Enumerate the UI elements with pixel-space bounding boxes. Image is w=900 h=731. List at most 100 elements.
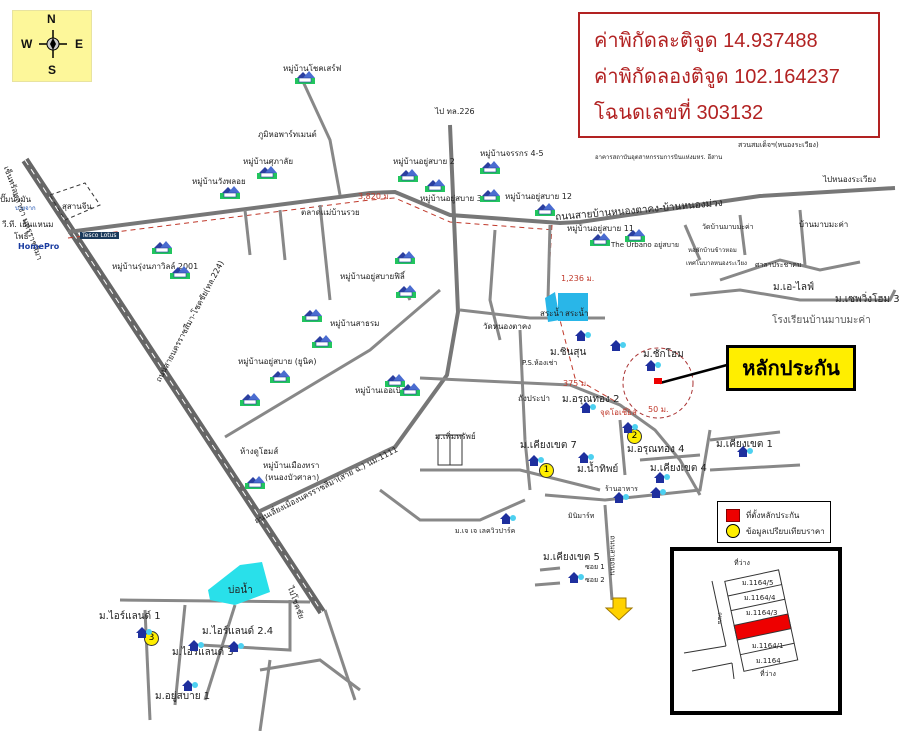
place-9: หมู่บ้านอยู่สบาย 12 [505,192,572,201]
collateral-radius [622,347,694,419]
village-icon [479,188,501,203]
inset-plot-3: ม.1164/3 [746,609,778,617]
place-gas: ปั๊มน้ำมัน [0,195,32,204]
place-18: ศาลาประชาคม [755,261,802,269]
place-11: The Urbano อยู่สบาย [611,241,679,249]
place-homepro: HomePro [18,242,60,251]
place-29: ม.ชินสุน [550,347,587,358]
distance-50: 50 ม. [648,405,669,414]
place-32: ม.อรุณทอง 2 [562,394,620,405]
place-33: ม.ชักโฮม [643,349,684,360]
village-icon [394,250,416,265]
legend-item-comparison: ข้อมูลเปรียบเทียบราคา [726,524,825,538]
place-10: หมู่บ้านอยู่สบาย 11 [567,224,634,233]
place-39: ม.เคียงเขต 1 [716,439,773,450]
compass-rose: N S W E [12,10,92,82]
place-15: บ้านมาบมะค่า [799,220,849,229]
inset-bottom-label: ที่ว่าง [760,670,776,678]
highway-224 [21,157,326,615]
village-icon [534,202,556,217]
place-20: ม.เซพวิ่งโฮม 3 [835,294,900,305]
compass-e: E [75,37,84,51]
road-1111 [257,124,461,514]
place-16: หอพักบ้านข้าวหอม [688,247,737,254]
village-icon [256,165,278,180]
place-2: หมู่บ้านศุภาลัย [243,157,294,166]
village-icon [169,265,191,280]
road-label-to-nong-ra-wiang: ไปหนองระเวียง [823,175,876,184]
village-icon [301,308,323,323]
compass-n: N [47,12,56,26]
place-35: ม.เพิ่มทรัพย์ [435,432,476,441]
latitude-text: ค่าพิกัดละติจูด 14.937488 [594,30,818,52]
place-3: หมู่บ้านวังพลอย [192,177,246,186]
place-37: ม.น้ำทิพย์ [577,464,619,475]
place-30: P.S.ห้องเช่า [522,359,558,367]
deed-number-text: โฉนดเลขที่ 303132 [594,102,764,124]
place-28: สระน้ำ [565,309,589,318]
inset-road-label: ถนน [715,612,723,624]
place-42: มินิมาร์ท [568,512,595,520]
place-49: (หนองบัวศาลา) [265,473,320,482]
place-lotus: Tesco Lotus [80,232,119,239]
place-19: ม.เอ-ไลฟ์ [773,282,815,293]
collateral-callout: หลักประกัน [726,345,856,391]
map-legend: ที่ตั้งหลักประกัน ข้อมูลเปรียบเทียบราคา [717,501,831,543]
distance-1236: 1,236 ม. [561,274,595,283]
place-45: ซอย 1 [585,563,605,571]
place-43: ม.เจ เจ เลควิวปาร์ค [455,527,516,535]
place-vt: วี.ที. เย็นแหนม [2,220,54,229]
longitude-text: ค่าพิกัดลองติจูด 102.164237 [594,66,840,88]
village-icon [294,70,316,85]
place-38: ม.อรุณทอง 4 [627,444,685,455]
place-cemetery: สุสานจีน [62,202,92,211]
place-25: หมู่บ้านเออเบิล [355,386,406,395]
village-icon [311,334,333,349]
village-icon [589,232,611,247]
place-6: หมู่บ้านอยู่สบาย 2 [393,157,455,166]
place-1: ภูมิหอพาร์ทเมนต์ [258,130,317,139]
inset-plot-5: ม.1164/1 [752,642,784,650]
place-12: อาคารสถาบันอุตสาหกรรมการบินแห่งมหร. อีสา… [595,154,723,161]
compass-star-icon [39,30,67,58]
place-pho: โพธิ์ [14,232,29,241]
pond-bo-nam [208,562,270,605]
place-40: ม.เคียงเขต 4 [650,463,707,474]
village-icon [244,475,266,490]
place-50: บ่อน้ำ [228,585,253,596]
place-14: วัดบ้านมาบมะค่า [702,223,754,231]
place-7: หมู่บ้านอยู่สบาย 3 [420,194,482,203]
place-36: ม.เคียงเขต 7 [520,440,577,451]
place-46: ซอย 2 [585,576,605,584]
distance-3820: 3,820 ม. [358,192,392,201]
place-54: ม.อยู่สบาย 1 [155,691,211,702]
village-icon [479,160,501,175]
distance-375: 375 ม. [563,379,589,388]
plot-inset: ที่ว่าง ม.1164/5 ม.1164/4 ม.1164/3 ม.116… [670,547,842,715]
village-icon [424,178,446,193]
road-label-to-226: ไป ทล.226 [435,107,475,116]
village-icon [384,373,406,388]
place-22: หมู่บ้านอยู่สบายฟิลิ์ [340,272,405,281]
place-48: หมู่บ้านเมืองทรา [263,461,320,470]
village-icon [239,392,261,407]
compass-w: W [21,37,33,51]
place-5: หมู่บ้านรุ่งนภาวิลล์ 2001 [112,262,199,271]
place-23: หมู่บ้านสาธรม [330,319,380,328]
comparison-marker-1: 1 [539,463,554,478]
inset-plot-6: ม.1164 [756,657,781,665]
place-47: ห้างดูโฮมส์ [240,447,279,456]
place-51: ม.ไอร์แลนด์ 1 [99,611,161,622]
yellow-circle-icon [726,524,740,538]
inset-plot-2: ม.1164/4 [744,594,776,602]
village-icon [624,228,646,243]
inset-plot-1: ม.1164/5 [742,579,774,587]
road-nong-tatong [67,186,896,234]
village-icon [219,185,241,200]
village-icon [397,168,419,183]
place-21: โรงเรียนบ้านมาบมะค่า [772,315,871,326]
compass-s: S [48,63,57,77]
place-34: จุดโอเชียล [600,408,637,417]
place-24: หมู่บ้านอยู่สบาย (ยูนิค) [238,357,317,366]
place-4: ตลาดแม่บ้านรวย [301,208,360,217]
